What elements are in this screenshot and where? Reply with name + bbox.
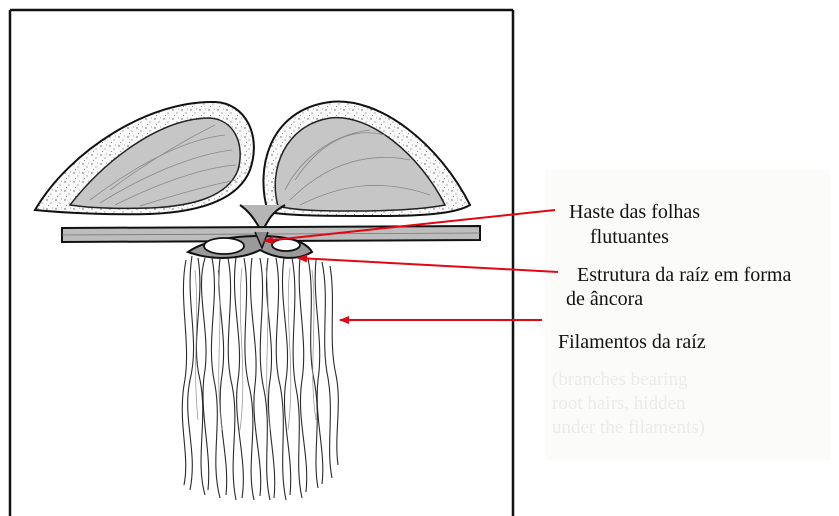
- label-stem-line-1: Haste das folhas: [569, 200, 700, 224]
- right-floating-leaf: [263, 102, 470, 216]
- root-filaments: [182, 256, 338, 500]
- label-filaments: Filamentos da raíz: [558, 330, 706, 354]
- label-anchor-line-1: Estrutura da raíz em forma: [577, 263, 791, 287]
- drawing-frame: [10, 10, 513, 516]
- label-stem-line-2: flutuantes: [590, 225, 669, 249]
- ghost-text-line-3: under the filaments): [552, 416, 705, 439]
- left-floating-leaf: [35, 102, 254, 214]
- label-anchor-line-2: de âncora: [566, 287, 643, 311]
- arrow-anchor: [298, 258, 558, 272]
- ghost-text-line-1: (branches bearing: [552, 368, 688, 391]
- ghost-text-line-2: root hairs, hidden: [552, 392, 686, 415]
